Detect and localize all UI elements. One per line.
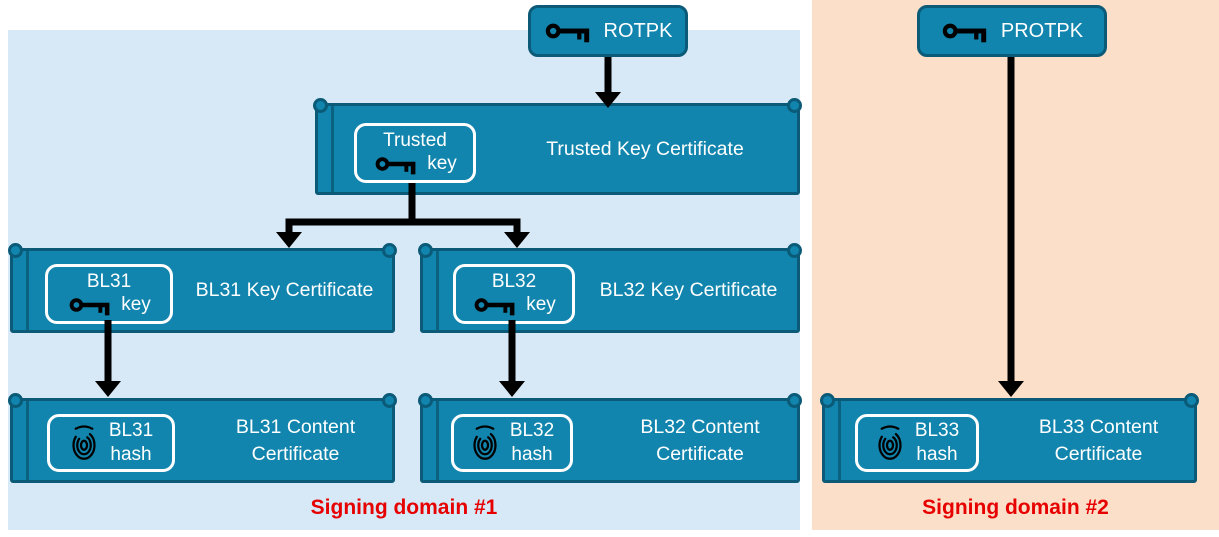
protpk-box: PROTPK (917, 5, 1107, 57)
fingerprint-icon (470, 422, 500, 464)
scroll-roll-edge (26, 251, 29, 330)
scroll-curl-icon (418, 243, 433, 258)
bl32-hash-badge: BL32 hash (451, 414, 573, 472)
key-icon (472, 294, 518, 316)
fingerprint-icon (69, 422, 99, 464)
badge-line2: key (427, 153, 457, 174)
badge-line1: BL31 (108, 420, 154, 442)
cert-title: Trusted Key Certificate (546, 137, 744, 160)
scroll-curl-icon (820, 393, 835, 408)
bl32-key-badge: BL32 key (453, 264, 575, 324)
scroll-roll-edge (331, 106, 334, 192)
badge-line2: hash (511, 444, 553, 465)
key-icon (941, 19, 989, 43)
cert-trusted-key: Trusted key Trusted Key Certificate (313, 98, 802, 195)
scroll-roll-edge (26, 401, 29, 480)
cert-title: BL32 Key Certificate (599, 279, 778, 302)
bl31-hash-badge: BL31 hash (47, 414, 175, 472)
scroll-curl-icon (8, 393, 23, 408)
protpk-label: PROTPK (1000, 19, 1084, 42)
scroll-curl-icon (382, 243, 397, 258)
trusted-key-badge: Trusted key (354, 123, 476, 183)
key-icon (544, 19, 592, 43)
scroll-curl-icon (787, 393, 802, 408)
cert-title: BL33 Content Certificate (1038, 416, 1159, 465)
signing-domain-1-label: Signing domain #1 (310, 496, 498, 519)
fingerprint-icon (875, 422, 905, 464)
cert-bl32-key: BL32 key BL32 Key Certificate (418, 243, 802, 333)
badge-line2: hash (110, 444, 152, 465)
cert-bl33-content: BL33 hash BL33 Content Certificate (820, 393, 1199, 483)
cert-title: BL32 Content Certificate (640, 416, 760, 465)
badge-line2: hash (916, 444, 958, 465)
scroll-curl-icon (418, 393, 433, 408)
scroll-roll-edge (436, 401, 439, 480)
badge-line1: BL33 (914, 420, 960, 442)
cert-bl32-content: BL32 hash BL32 Content Certificate (418, 393, 802, 483)
scroll-curl-icon (1184, 393, 1199, 408)
cert-bl31-key: BL31 key BL31 Key Certificate (8, 243, 397, 333)
key-icon (67, 294, 113, 316)
scroll-roll-edge (436, 251, 439, 330)
cert-bl31-content: BL31 hash BL31 Content Certificate (8, 393, 397, 483)
rotpk-box: ROTPK (528, 5, 688, 57)
cert-title: BL31 Content Certificate (235, 416, 356, 465)
scroll-curl-icon (8, 243, 23, 258)
bl31-key-badge: BL31 key (45, 264, 173, 324)
badge-line1: Trusted (383, 130, 447, 152)
badge-line2: key (121, 294, 151, 315)
scroll-curl-icon (787, 243, 802, 258)
scroll-curl-icon (313, 98, 328, 113)
key-icon (373, 153, 419, 175)
rotpk-label: ROTPK (603, 19, 673, 42)
cert-title: BL31 Key Certificate (195, 279, 374, 302)
badge-line1: BL32 (491, 271, 537, 293)
badge-line2: key (526, 294, 556, 315)
signing-domain-2-label: Signing domain #2 (922, 496, 1109, 519)
badge-line1: BL32 (509, 420, 555, 442)
scroll-curl-icon (382, 393, 397, 408)
bl33-hash-badge: BL33 hash (855, 414, 979, 472)
badge-line1: BL31 (86, 271, 132, 293)
scroll-curl-icon (787, 98, 802, 113)
scroll-roll-edge (838, 401, 841, 480)
